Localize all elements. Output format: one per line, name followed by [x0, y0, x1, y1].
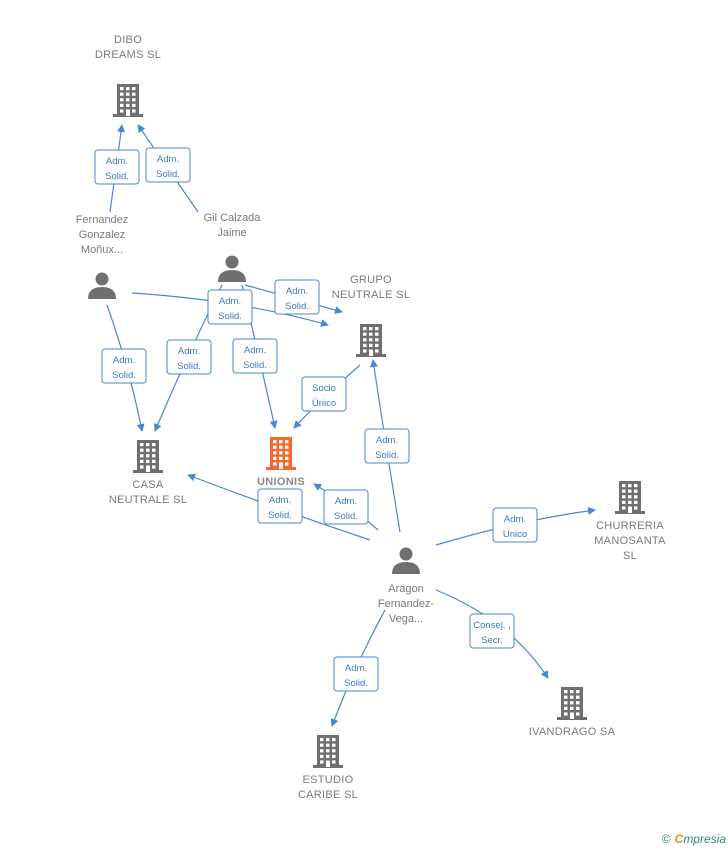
- node-label: MANOSANTA: [594, 535, 666, 547]
- edge-label-text: Adm.: [335, 496, 357, 507]
- edge-label-text: Adm.: [178, 346, 200, 357]
- edge-label-fern-grupo[interactable]: Adm. Solid.: [207, 289, 253, 325]
- building-icon: [313, 735, 343, 768]
- edge-label-text: Solid.: [344, 678, 368, 689]
- edge-label-aragon-churreria[interactable]: Adm. Unico: [492, 507, 538, 543]
- node-label: IVANDRAGO SA: [529, 726, 616, 738]
- node-label: GRUPO: [350, 274, 392, 286]
- edge-label-aragon-casa[interactable]: Adm. Solid.: [257, 488, 303, 524]
- node-label: CARIBE SL: [298, 789, 358, 801]
- node-label: Fernandez: [76, 214, 129, 226]
- brand-name: mpresia: [683, 832, 726, 846]
- edge-label-text: Adm.: [106, 156, 128, 167]
- node-churreria[interactable]: CHURRERIA MANOSANTA SL: [594, 481, 666, 562]
- building-icon: [557, 687, 587, 720]
- node-dibo[interactable]: DIBO DREAMS SL: [95, 34, 161, 117]
- edge-label-gil-grupo[interactable]: Adm. Solid.: [274, 279, 320, 315]
- edge-label-text: Solid.: [156, 169, 180, 180]
- node-label: UNIONIS: [257, 476, 305, 488]
- edge-label-text: Solid.: [285, 301, 309, 312]
- node-label: DREAMS SL: [95, 49, 161, 61]
- person-icon: [88, 272, 116, 299]
- edge-label-text: Adm.: [376, 435, 398, 446]
- node-ivandrago[interactable]: IVANDRAGO SA: [529, 687, 616, 738]
- node-casa[interactable]: CASA NEUTRALE SL: [109, 440, 188, 506]
- node-label: Jaime: [217, 227, 246, 239]
- edge-label-text: Adm.: [157, 154, 179, 165]
- edge-label-text: Unico: [503, 529, 527, 540]
- edge-label-text: Solid.: [105, 171, 129, 182]
- node-label: Moñux...: [81, 244, 123, 256]
- edge-label-text: Solid.: [243, 360, 267, 371]
- edge-label-text: Solid.: [268, 510, 292, 521]
- node-label: ESTUDIO: [303, 774, 354, 786]
- edge-label-text: Consej. ,: [473, 620, 511, 631]
- edge-label-text: Solid.: [375, 450, 399, 461]
- edge-label-text: Secr.: [481, 635, 503, 646]
- edge-label-text: Adm.: [269, 495, 291, 506]
- edge-label-text: Solid.: [177, 361, 201, 372]
- copyright-symbol: ©: [661, 832, 671, 846]
- node-label: Fernandez-: [378, 598, 435, 610]
- node-label: DIBO: [114, 34, 142, 46]
- edge-label-gil-unionis[interactable]: Adm. Solid.: [232, 338, 278, 374]
- edge-label-aragon-grupo[interactable]: Adm. Solid.: [364, 428, 410, 464]
- person-icon: [218, 255, 246, 282]
- building-icon: [133, 440, 163, 473]
- edge-label-gil-casa[interactable]: Adm. Solid.: [166, 339, 212, 375]
- building-icon: [615, 481, 645, 514]
- edge-label-fern-dibo[interactable]: Adm. Solid.: [94, 149, 140, 185]
- edge-label-text: Único: [312, 398, 336, 409]
- edge-label-text: Adm.: [345, 663, 367, 674]
- edge-label-aragon-ivandrago[interactable]: Consej. , Secr.: [469, 613, 515, 649]
- edge-label-text: Solid.: [112, 370, 136, 381]
- node-label: CHURRERIA: [596, 520, 664, 532]
- edge-label-aragon-estudio[interactable]: Adm. Solid.: [333, 656, 379, 692]
- edge-label-text: Solid.: [218, 311, 242, 322]
- node-label: Aragon: [388, 583, 423, 595]
- node-estudio[interactable]: ESTUDIO CARIBE SL: [298, 735, 358, 801]
- building-icon: [113, 84, 143, 117]
- node-label: NEUTRALE SL: [109, 494, 188, 506]
- brand-logo-letter: C: [674, 832, 684, 846]
- brand-watermark: ©Cmpresia: [662, 832, 726, 846]
- node-label: Gil Calzada: [204, 212, 262, 224]
- edge-label-text: Adm.: [244, 345, 266, 356]
- building-icon: [356, 324, 386, 357]
- node-label: Gonzalez: [79, 229, 125, 241]
- building-icon-focus: [266, 437, 296, 470]
- edge-label-fern-casa[interactable]: Adm. Solid.: [101, 348, 147, 384]
- node-fernandez[interactable]: FernandezGonzalezMoñux...: [76, 214, 129, 299]
- person-icon: [392, 547, 420, 574]
- node-grupo[interactable]: GRUPO NEUTRALE SL: [332, 274, 411, 357]
- edge-label-text: Adm.: [504, 514, 526, 525]
- node-label: NEUTRALE SL: [332, 289, 411, 301]
- edge-label-text: Adm.: [286, 286, 308, 297]
- edge-label-text: Adm.: [113, 355, 135, 366]
- edge-label-text: Solid.: [334, 511, 358, 522]
- edge-label-text: Socio: [312, 383, 336, 394]
- node-label: SL: [623, 550, 637, 562]
- edge-label-gil-dibo[interactable]: Adm. Solid.: [145, 147, 191, 183]
- edge-label-aragon-unionis[interactable]: Adm. Solid.: [323, 489, 369, 525]
- edge-label-text: Adm.: [219, 296, 241, 307]
- node-label: CASA: [132, 479, 164, 491]
- node-label: Vega...: [389, 613, 423, 625]
